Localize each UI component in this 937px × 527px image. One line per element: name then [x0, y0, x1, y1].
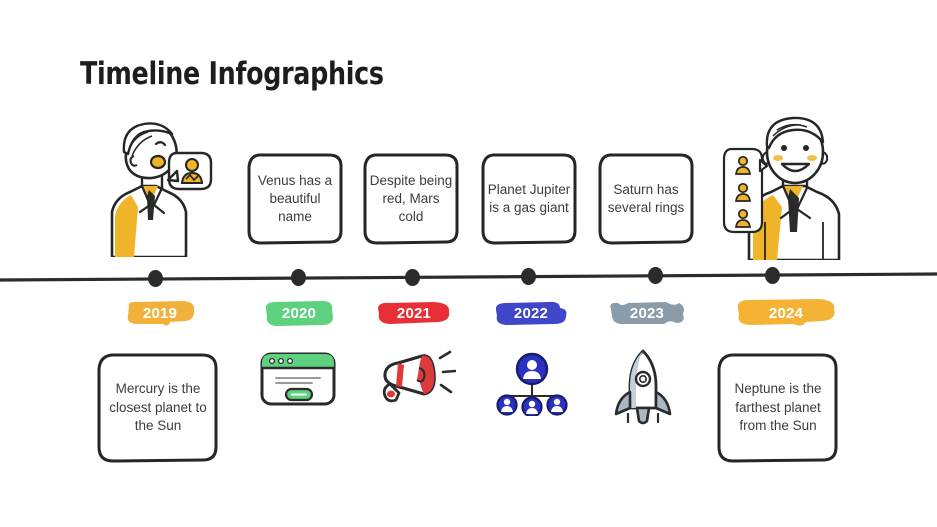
speech-bubble-left [166, 145, 223, 206]
brush-blob [378, 302, 450, 324]
timeline-dot-2020[interactable] [291, 269, 306, 286]
year-badge-2022[interactable]: 2022 [494, 300, 568, 327]
year-label: 2021 [396, 305, 432, 322]
milestone-top-text: Planet Jupiter is a gas giant [487, 182, 571, 215]
brush-blob [737, 299, 835, 326]
year-badge-2019[interactable]: 2019 [124, 300, 196, 327]
speech-bubble-right [722, 146, 769, 243]
year-badge-2023[interactable]: 2023 [608, 300, 686, 327]
person-speaking-icon [110, 122, 188, 259]
year-label: 2019 [142, 305, 178, 322]
milestone-top-text: Despite being red, Mars cold [369, 173, 453, 224]
year-label: 2022 [513, 305, 549, 322]
milestone-top-text: Venus has a beautiful name [257, 173, 333, 224]
timeline-dot-2021[interactable] [405, 269, 420, 286]
year-badge-2021[interactable]: 2021 [376, 300, 452, 327]
year-label: 2023 [629, 305, 665, 322]
brush-blob [265, 301, 333, 326]
milestone-top-box-2020: Venus has a beautiful name [246, 152, 344, 246]
single-person-icon [166, 151, 213, 191]
browser-window-icon [258, 350, 338, 413]
org-chart-icon [492, 352, 572, 421]
three-person-list-icon [722, 147, 769, 234]
page-title: Timeline Infographics [80, 56, 384, 92]
timeline-axis [0, 258, 937, 294]
year-badge-2020[interactable]: 2020 [264, 300, 334, 327]
brush-blob [495, 301, 567, 325]
rocket-icon [606, 348, 680, 431]
timeline-dot-2024[interactable] [765, 267, 780, 284]
timeline-line [0, 272, 937, 282]
brush-blob [610, 302, 684, 324]
year-badge-2024[interactable]: 2024 [734, 298, 838, 328]
milestone-top-box-2021: Despite being red, Mars cold [362, 152, 460, 246]
milestone-bottom-text: Neptune is the farthest planet from the … [734, 381, 822, 434]
milestone-top-box-2022: Planet Jupiter is a gas giant [480, 152, 578, 246]
timeline-dot-2023[interactable] [648, 267, 663, 284]
timeline-dot-2022[interactable] [521, 268, 536, 285]
milestone-bottom-box-2024: Neptune is the farthest planet from the … [716, 352, 840, 464]
milestone-bottom-box-2019: Mercury is the closest planet to the Sun [96, 352, 220, 464]
milestone-top-text: Saturn has several rings [607, 182, 685, 215]
megaphone-icon [374, 348, 457, 415]
character-right-illustration [735, 112, 855, 265]
person-smiling-icon [747, 116, 841, 262]
character-left-illustration [82, 112, 217, 262]
timeline-dot-2019[interactable] [148, 270, 163, 287]
milestone-top-box-2023: Saturn has several rings [597, 152, 695, 246]
brush-blob [127, 301, 195, 326]
year-label: 2024 [768, 304, 804, 322]
year-label: 2020 [281, 305, 317, 322]
milestone-bottom-text: Mercury is the closest planet to the Sun [109, 381, 207, 434]
